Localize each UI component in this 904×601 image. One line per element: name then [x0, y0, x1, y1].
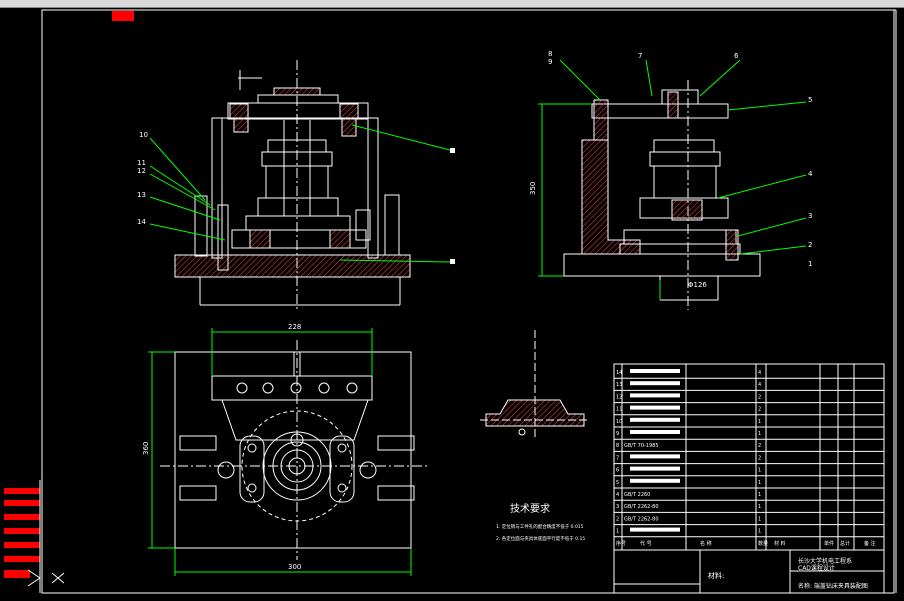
- bom-row-text-mark: [630, 454, 680, 459]
- bom-cell-no: 1: [616, 529, 619, 535]
- bom-header-cell: 数量: [758, 540, 768, 547]
- side-view-dimensions: [538, 103, 661, 300]
- bom-cell-qty: 1: [758, 480, 761, 486]
- bom-table: [613, 363, 885, 551]
- bom-cell-no: 7: [616, 455, 619, 461]
- bom-row-text-mark: [630, 369, 680, 373]
- bom-cell-qty: 4: [758, 382, 761, 388]
- bom-header-cell: 序号: [616, 540, 626, 547]
- balloon-13: 13: [137, 191, 146, 199]
- dim-phi: Φ126: [688, 281, 707, 289]
- bom-cell-no: 5: [616, 480, 619, 486]
- ucs-icon: [51, 572, 65, 584]
- bom-row-text-mark: [630, 393, 680, 398]
- bom-cell-no: 10: [616, 419, 622, 425]
- side-view-leaders: [559, 59, 807, 255]
- title-school-2: CAD课程设计: [798, 564, 835, 572]
- ucs-arrow-icon: [27, 569, 41, 587]
- workpiece-section: [480, 330, 590, 440]
- window-top-bar: [0, 0, 904, 8]
- bom-cell-qty: 1: [758, 468, 761, 474]
- bom-header-cell: 备 注: [864, 540, 876, 547]
- bom-cell-code: GB/T 70-1985: [624, 443, 659, 449]
- bom-header-cell: 名 称: [700, 540, 712, 547]
- balloon-10: 10: [139, 131, 148, 139]
- bom-row-text-mark: [630, 466, 680, 471]
- bom-cell-code: GB/T 2262-80: [624, 516, 659, 522]
- balloon-5: 5: [808, 96, 812, 104]
- dim-top-height: 360: [142, 442, 150, 455]
- bom-cell-qty: 2: [758, 443, 761, 449]
- balloons-right-top: 8 9 7 6 5: [548, 50, 812, 104]
- left-margin-marks: [4, 480, 41, 593]
- bom-cell-qty: 1: [758, 431, 761, 437]
- bom-header-cell: 单件: [824, 540, 834, 547]
- bom-cell-no: 13: [616, 382, 622, 388]
- balloons-right-side: 4 3 2 1: [808, 170, 813, 268]
- bom-cell-qty: 1: [758, 504, 761, 510]
- tech-note-1: 1. 定位销与工件孔的配合精度不低于 0.015: [496, 523, 584, 530]
- balloon-4: 4: [808, 170, 813, 178]
- bom-cell-qty: 1: [758, 529, 761, 535]
- top-view-dimensions: [148, 328, 412, 576]
- dim-front-height: 350: [529, 182, 537, 195]
- bom-cell-qty: 2: [758, 407, 761, 413]
- bom-header-cell: 代 号: [640, 540, 652, 547]
- front-view-leaders: [149, 124, 451, 263]
- bom-cell-no: 2: [616, 516, 619, 522]
- dim-bottom-width: 300: [288, 563, 301, 571]
- balloon-12: 12: [137, 167, 146, 175]
- bom-row-text-mark: [630, 405, 680, 410]
- side-view: [563, 80, 761, 310]
- title-school-1: 长沙大学机电工程系: [798, 557, 852, 565]
- balloon-1: 1: [808, 260, 812, 268]
- corner-label-box: [112, 11, 134, 21]
- bom-cell-no: 12: [616, 394, 622, 400]
- bom-cell-no: 4: [616, 492, 619, 498]
- bom-cell-qty: 1: [758, 419, 761, 425]
- title-material: 材料:: [708, 571, 724, 580]
- bom-cell-qty: 2: [758, 394, 761, 400]
- bom-cell-code: GB/T 2262-80: [624, 504, 659, 510]
- cad-drawing-canvas[interactable]: 10 11 12 13 14 350: [0, 8, 904, 601]
- bom-cell-qty: 4: [758, 370, 761, 376]
- balloon-3: 3: [808, 212, 812, 220]
- bom-cell-no: 11: [616, 407, 622, 413]
- bom-row-text-mark: [630, 478, 680, 483]
- balloon-8: 8: [548, 50, 552, 58]
- balloon-7: 7: [638, 52, 642, 60]
- bom-cell-no: 3: [616, 504, 619, 510]
- top-view: [160, 340, 430, 560]
- bom-cell-no: 9: [616, 431, 619, 437]
- bom-row-text-mark: [630, 430, 680, 434]
- front-view-leader-ends: [450, 148, 455, 264]
- title-name: 名称: 端盖钻床夹具装配图: [798, 582, 868, 590]
- bom-cell-qty: 1: [758, 516, 761, 522]
- bom-cell-no: 6: [616, 468, 619, 474]
- bom-cell-no: 8: [616, 443, 619, 449]
- title-block: [613, 549, 885, 594]
- balloon-6: 6: [734, 52, 739, 60]
- bom-row-text-mark: [630, 381, 680, 386]
- dim-top-width: 228: [288, 323, 301, 331]
- balloon-9: 9: [548, 58, 552, 66]
- bom-header-cell: 总计: [840, 540, 850, 547]
- balloon-2: 2: [808, 241, 812, 249]
- bom-header-cell: 材 料: [774, 540, 786, 547]
- tech-requirements-title: 技术要求: [510, 502, 550, 515]
- bom-row-text-mark: [630, 527, 680, 532]
- bom-cell-no: 14: [616, 370, 622, 376]
- balloon-11: 11: [137, 159, 146, 167]
- bom-cell-qty: 2: [758, 455, 761, 461]
- balloons-left: 10 11 12 13 14: [137, 131, 148, 226]
- bom-cell-code: GB/T 2260: [624, 492, 650, 498]
- front-view: [174, 60, 411, 310]
- bom-cell-qty: 1: [758, 492, 761, 498]
- balloon-14: 14: [137, 218, 146, 226]
- tech-note-2: 2. 各定位面与夹具体底面平行度不低于 0.15: [496, 535, 585, 542]
- bom-row-text-mark: [630, 417, 680, 422]
